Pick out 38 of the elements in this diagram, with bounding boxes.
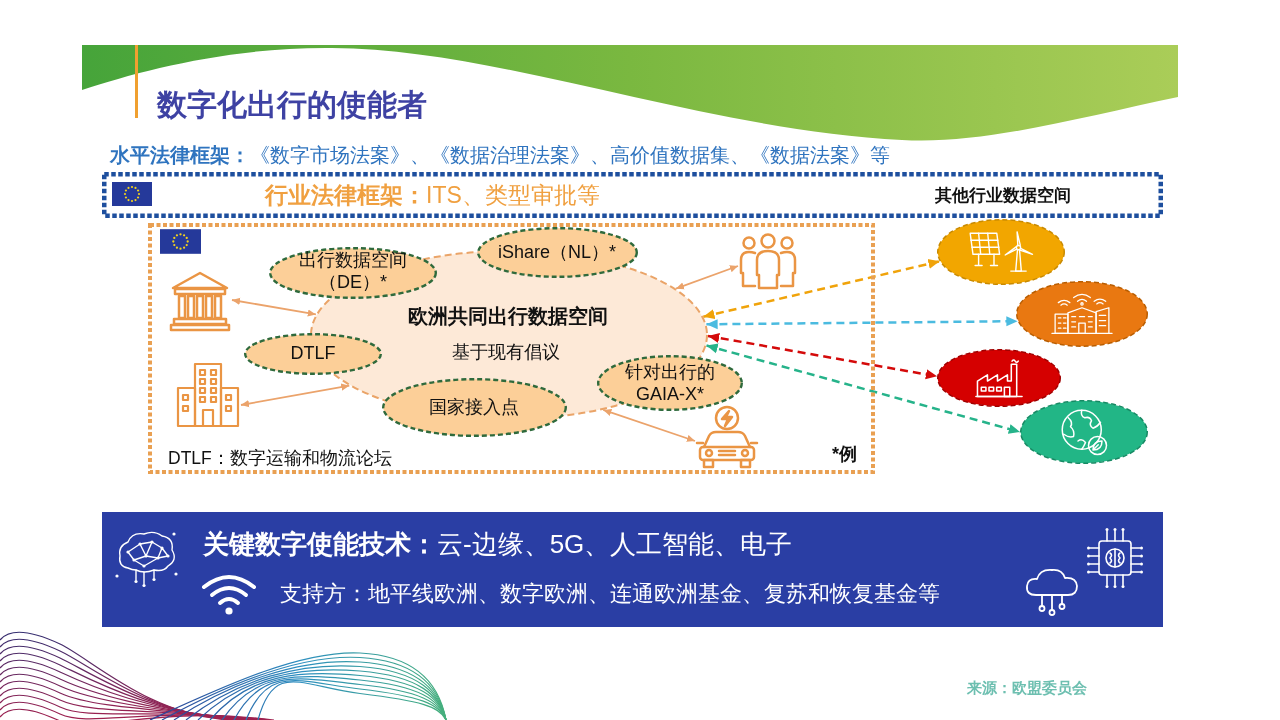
title: 数字化出行的使能者 (157, 87, 427, 123)
note: *例 (832, 444, 857, 466)
ellipse-label: iShare（NL）* (498, 242, 616, 264)
dashed-ellipse (269, 247, 437, 299)
sector-circle (937, 219, 1065, 285)
sector-circle (1020, 400, 1148, 464)
source-note: 来源：欧盟委员会 (967, 679, 1087, 697)
double-arrow (703, 258, 940, 320)
column-heading: 其他行业数据空间 (935, 185, 1071, 207)
ellipse-label: 出行数据空间（DE）* (298, 250, 408, 294)
people-icon (738, 232, 798, 290)
ellipse-label: DTLF (290, 343, 336, 365)
double-arrow (240, 383, 351, 408)
double-arrow (707, 332, 938, 380)
band-heading: 行业法律框架：ITS、类型审批等 (265, 182, 600, 210)
double-arrow (706, 316, 1018, 330)
dotted-band (102, 172, 1163, 218)
ellipse-heading: 欧洲共同出行数据空间 (408, 304, 608, 328)
ellipse-subtitle: 基于现有倡议 (452, 342, 560, 364)
dashed-ellipse (477, 227, 638, 278)
double-arrow (231, 297, 317, 317)
banner-text: 支持方：地平线欧洲、数字欧洲、连通欧洲基金、复苏和恢复基金等 (280, 580, 940, 608)
sector-circle (937, 349, 1061, 407)
dashed-ellipse (382, 378, 567, 437)
sector-circle (1016, 281, 1148, 347)
electric-car-icon (695, 405, 759, 469)
tech-banner (102, 512, 1163, 627)
dashed-ellipse (597, 355, 743, 411)
double-arrow (675, 265, 739, 290)
dashed-ellipse (244, 333, 382, 375)
footnote: DTLF：数字运输和物流论坛 (168, 447, 392, 469)
banner-heading: 关键数字使能技术：云-边缘、5G、人工智能、电子 (203, 529, 793, 561)
ellipse-label: 国家接入点 (429, 397, 519, 419)
double-arrow (706, 343, 1021, 434)
double-arrow (602, 409, 696, 442)
dotted-frame (148, 223, 875, 474)
ellipse-label: 针对出行的GAIA-X* (624, 362, 716, 406)
office-building-icon (175, 362, 241, 428)
